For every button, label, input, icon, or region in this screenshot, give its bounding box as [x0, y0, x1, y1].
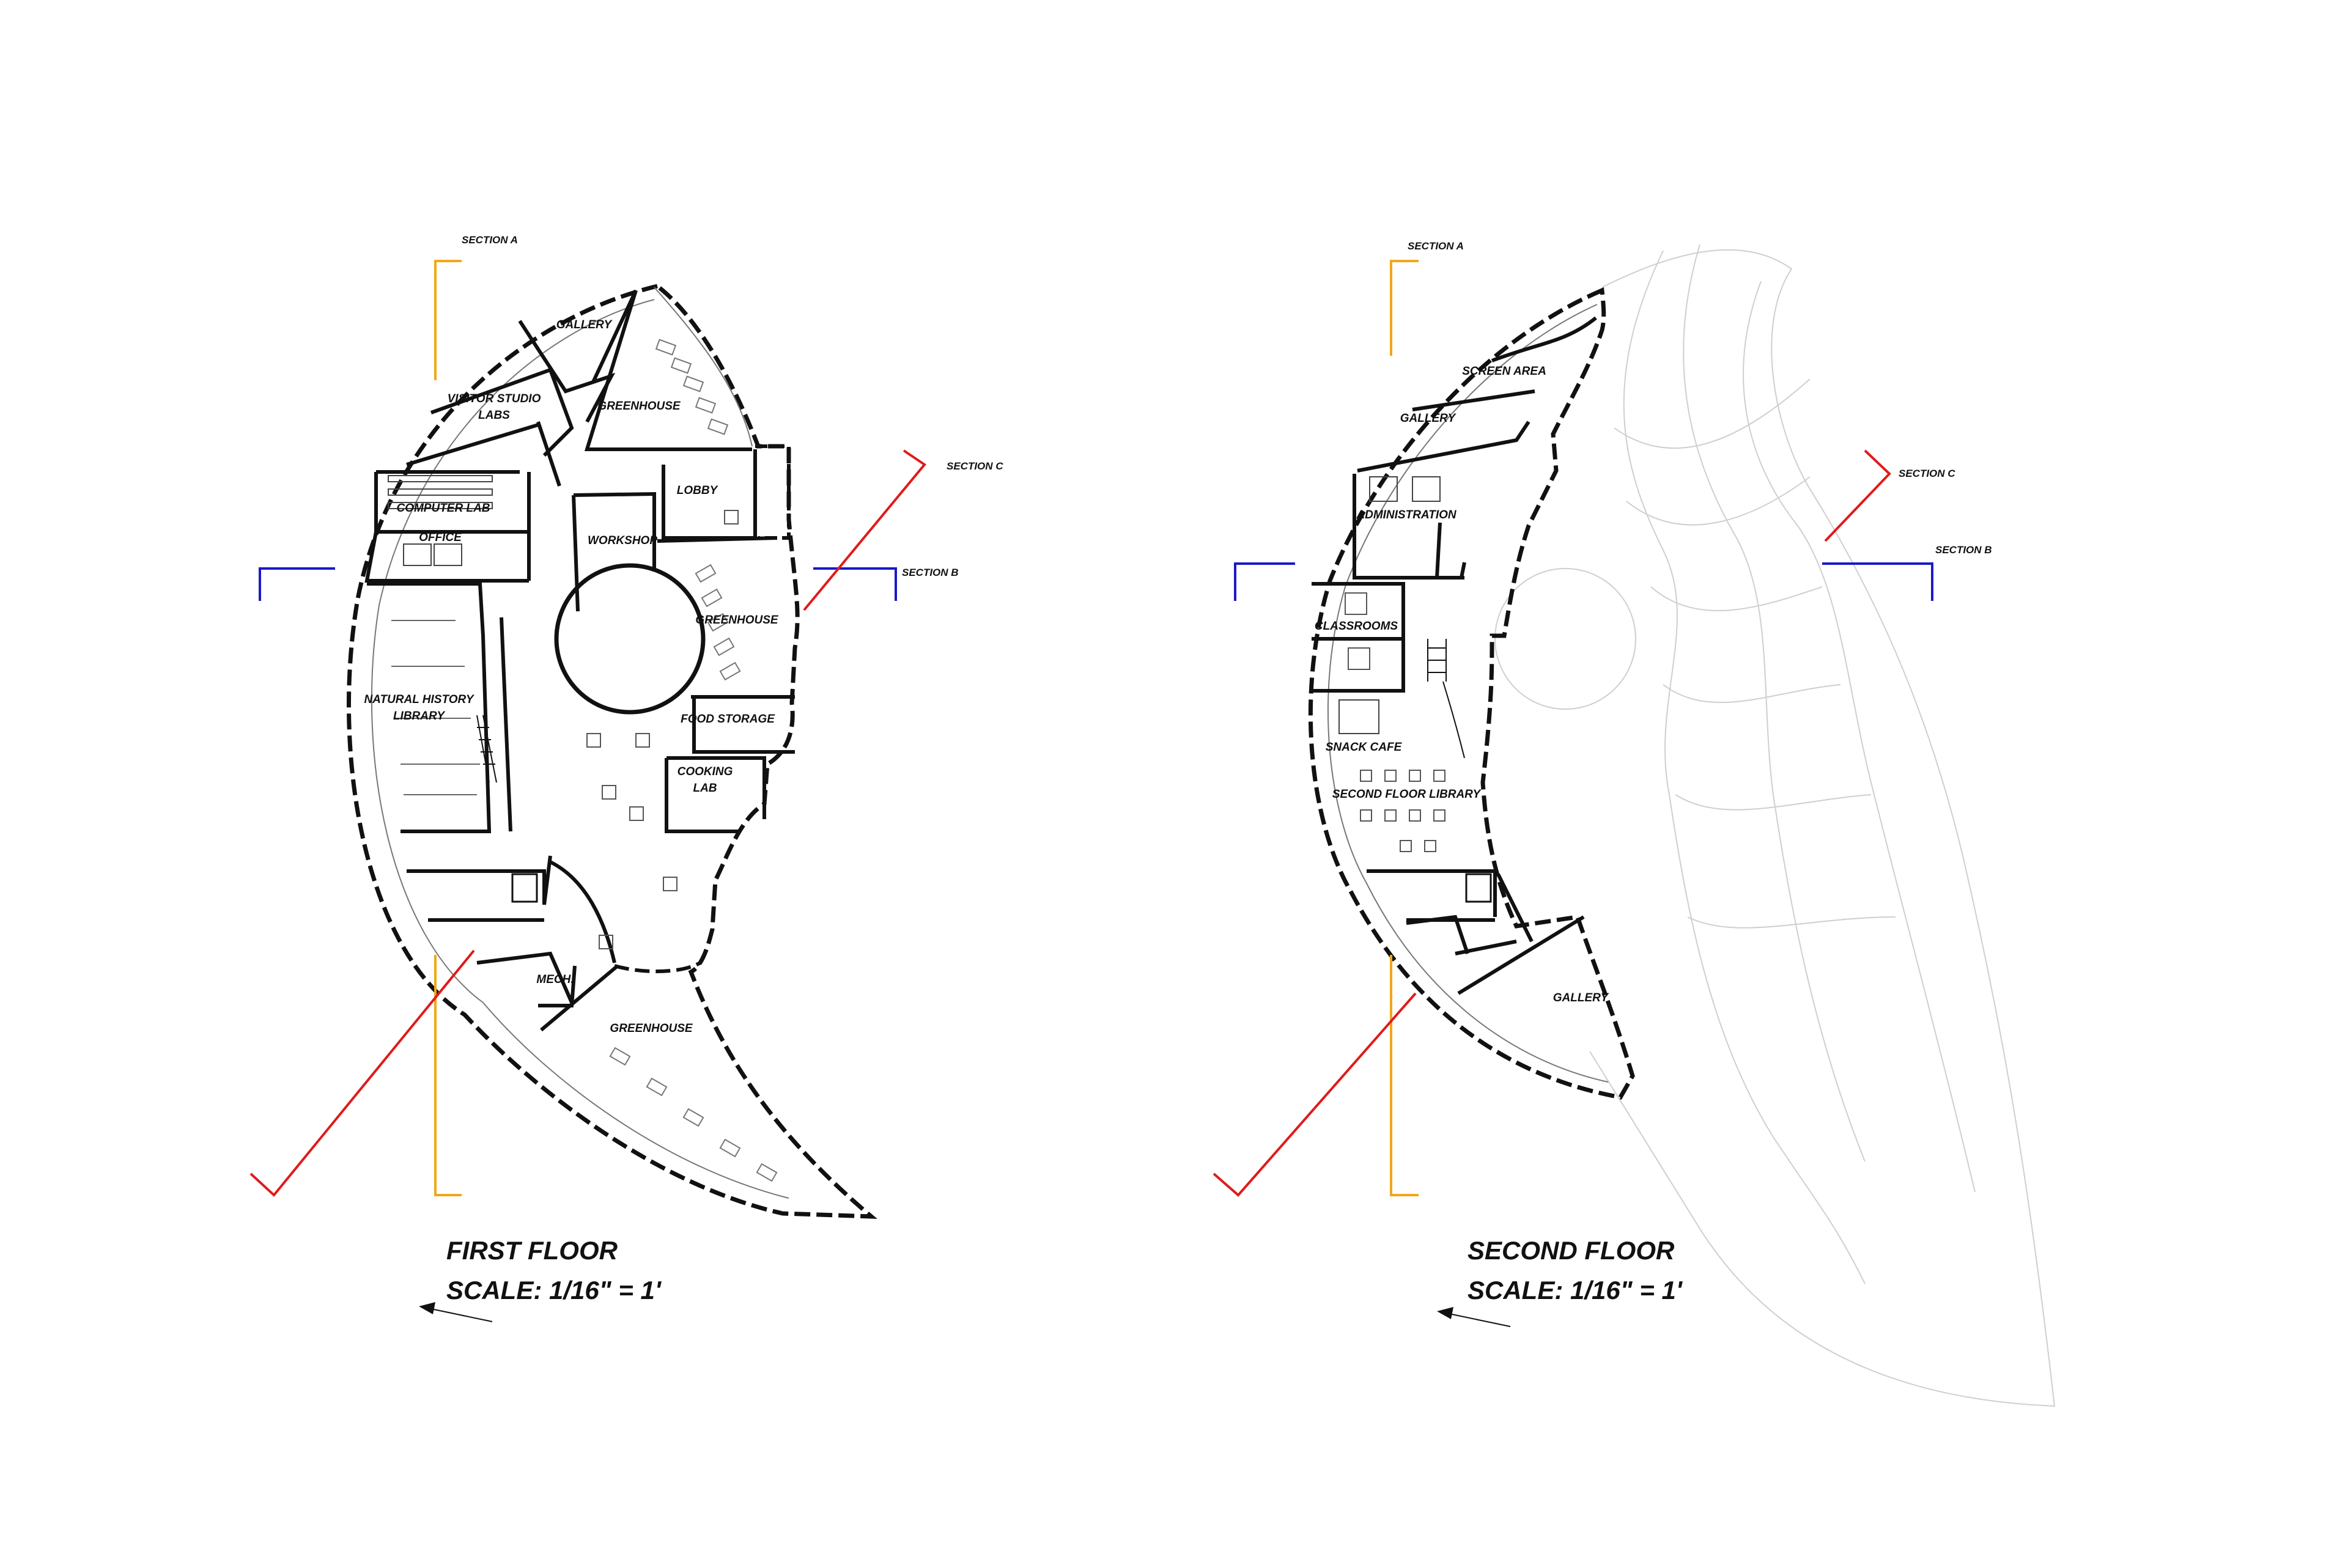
room-label-greenhouse-top: GREENHOUSE [597, 400, 681, 413]
room-label-greenhouse-bottom: GREENHOUSE [610, 1022, 693, 1035]
room-label-snack-cafe: SNACK CAFE [1326, 741, 1403, 754]
gallery-bottom-walls [1457, 915, 1585, 995]
first-floor-outer-wall [346, 284, 877, 1219]
first-floor-title: FIRST FLOOR [446, 1236, 618, 1265]
first-floor-scale: SCALE: 1/16" = 1' [446, 1276, 662, 1305]
room-label-natural-history: NATURAL HISTORY [364, 693, 474, 706]
section-a-label-2: SECTION A [1408, 240, 1464, 252]
section-marker-icon [249, 260, 926, 1197]
second-floor-scale: SCALE: 1/16" = 1' [1468, 1276, 1683, 1305]
room-label-gallery-top: GALLERY [1400, 412, 1457, 425]
section-c-label-2: SECTION C [1899, 468, 1955, 479]
first-floor-inner-glazing [371, 299, 789, 1199]
greenhouse-top-walls [584, 290, 752, 451]
elevator [511, 873, 538, 903]
second-floor-plan: SCREEN AREA GALLERY ADMINISTRATION CLASS… [1213, 240, 2056, 1407]
snack-cafe-counter [1338, 699, 1379, 734]
library-tables [1360, 770, 1445, 852]
room-label-greenhouse-mid: GREENHOUSE [695, 614, 778, 627]
section-marker-icon [1213, 260, 1933, 1197]
room-label-lobby: LOBBY [677, 484, 719, 497]
section-b-label-2: SECTION B [1935, 544, 1992, 556]
screen-area-walls [1412, 316, 1597, 411]
section-b-label: SECTION B [902, 567, 959, 578]
section-a-label: SECTION A [462, 234, 518, 246]
room-label-gallery: GALLERY [556, 318, 613, 331]
cooking-lab-walls [665, 758, 740, 833]
library-walls [367, 582, 512, 833]
administration-desks [1369, 476, 1441, 502]
lower-core-walls [407, 855, 552, 922]
stair-icon [1427, 639, 1465, 759]
room-label-mech: MECH. [536, 973, 574, 986]
food-storage-walls [666, 697, 795, 819]
section-c-label: SECTION C [947, 460, 1003, 472]
room-label-visitor-studio-labs: LABS [478, 409, 510, 422]
room-label-classrooms: CLASSROOMS [1315, 620, 1398, 633]
stair-icon [476, 715, 497, 783]
room-label-food-storage: FOOD STORAGE [681, 713, 775, 726]
computer-lab-desks [388, 475, 493, 509]
gallery-top-walls [1357, 421, 1530, 473]
gallery-walls [518, 289, 638, 423]
second-floor-title: SECOND FLOOR [1468, 1236, 1675, 1265]
room-label-workshop: WORKSHOP [588, 534, 657, 547]
room-label-screen-area: SCREEN AREA [1462, 365, 1546, 378]
workshop-walls [572, 491, 656, 612]
second-floor-outer-wall [1308, 287, 1635, 1100]
room-label-administration: ADMINISTRATION [1356, 509, 1457, 521]
first-floor-plan: GALLERY GREENHOUSE VISITOR STUDIO LABS C… [249, 234, 1003, 1322]
table-icon [586, 510, 739, 949]
administration-walls [1353, 474, 1466, 580]
room-label-second-floor-library: SECOND FLOOR LIBRARY [1332, 788, 1482, 801]
classroom-tables [1345, 592, 1370, 670]
central-atrium [554, 563, 706, 715]
room-label-gallery-bottom: GALLERY [1553, 992, 1610, 1004]
greenhouse-mid-walls [657, 536, 795, 699]
planter-icons [609, 339, 778, 1182]
north-arrow-icon [419, 1302, 493, 1322]
room-label-cooking: COOKING [677, 765, 733, 778]
library-shelves [391, 620, 480, 795]
room-label-office: OFFICE [419, 531, 462, 544]
room-label-cooking-lab: LAB [693, 782, 717, 795]
room-label-visitor-studio: VISITOR STUDIO [448, 392, 541, 405]
room-label-computer-lab: COMPUTER LAB [396, 502, 490, 515]
classrooms-walls [1312, 582, 1405, 693]
site-context-outline [1494, 244, 2056, 1407]
office-desks [403, 543, 462, 566]
room-label-library: LIBRARY [393, 710, 446, 723]
north-arrow-icon [1437, 1307, 1511, 1327]
